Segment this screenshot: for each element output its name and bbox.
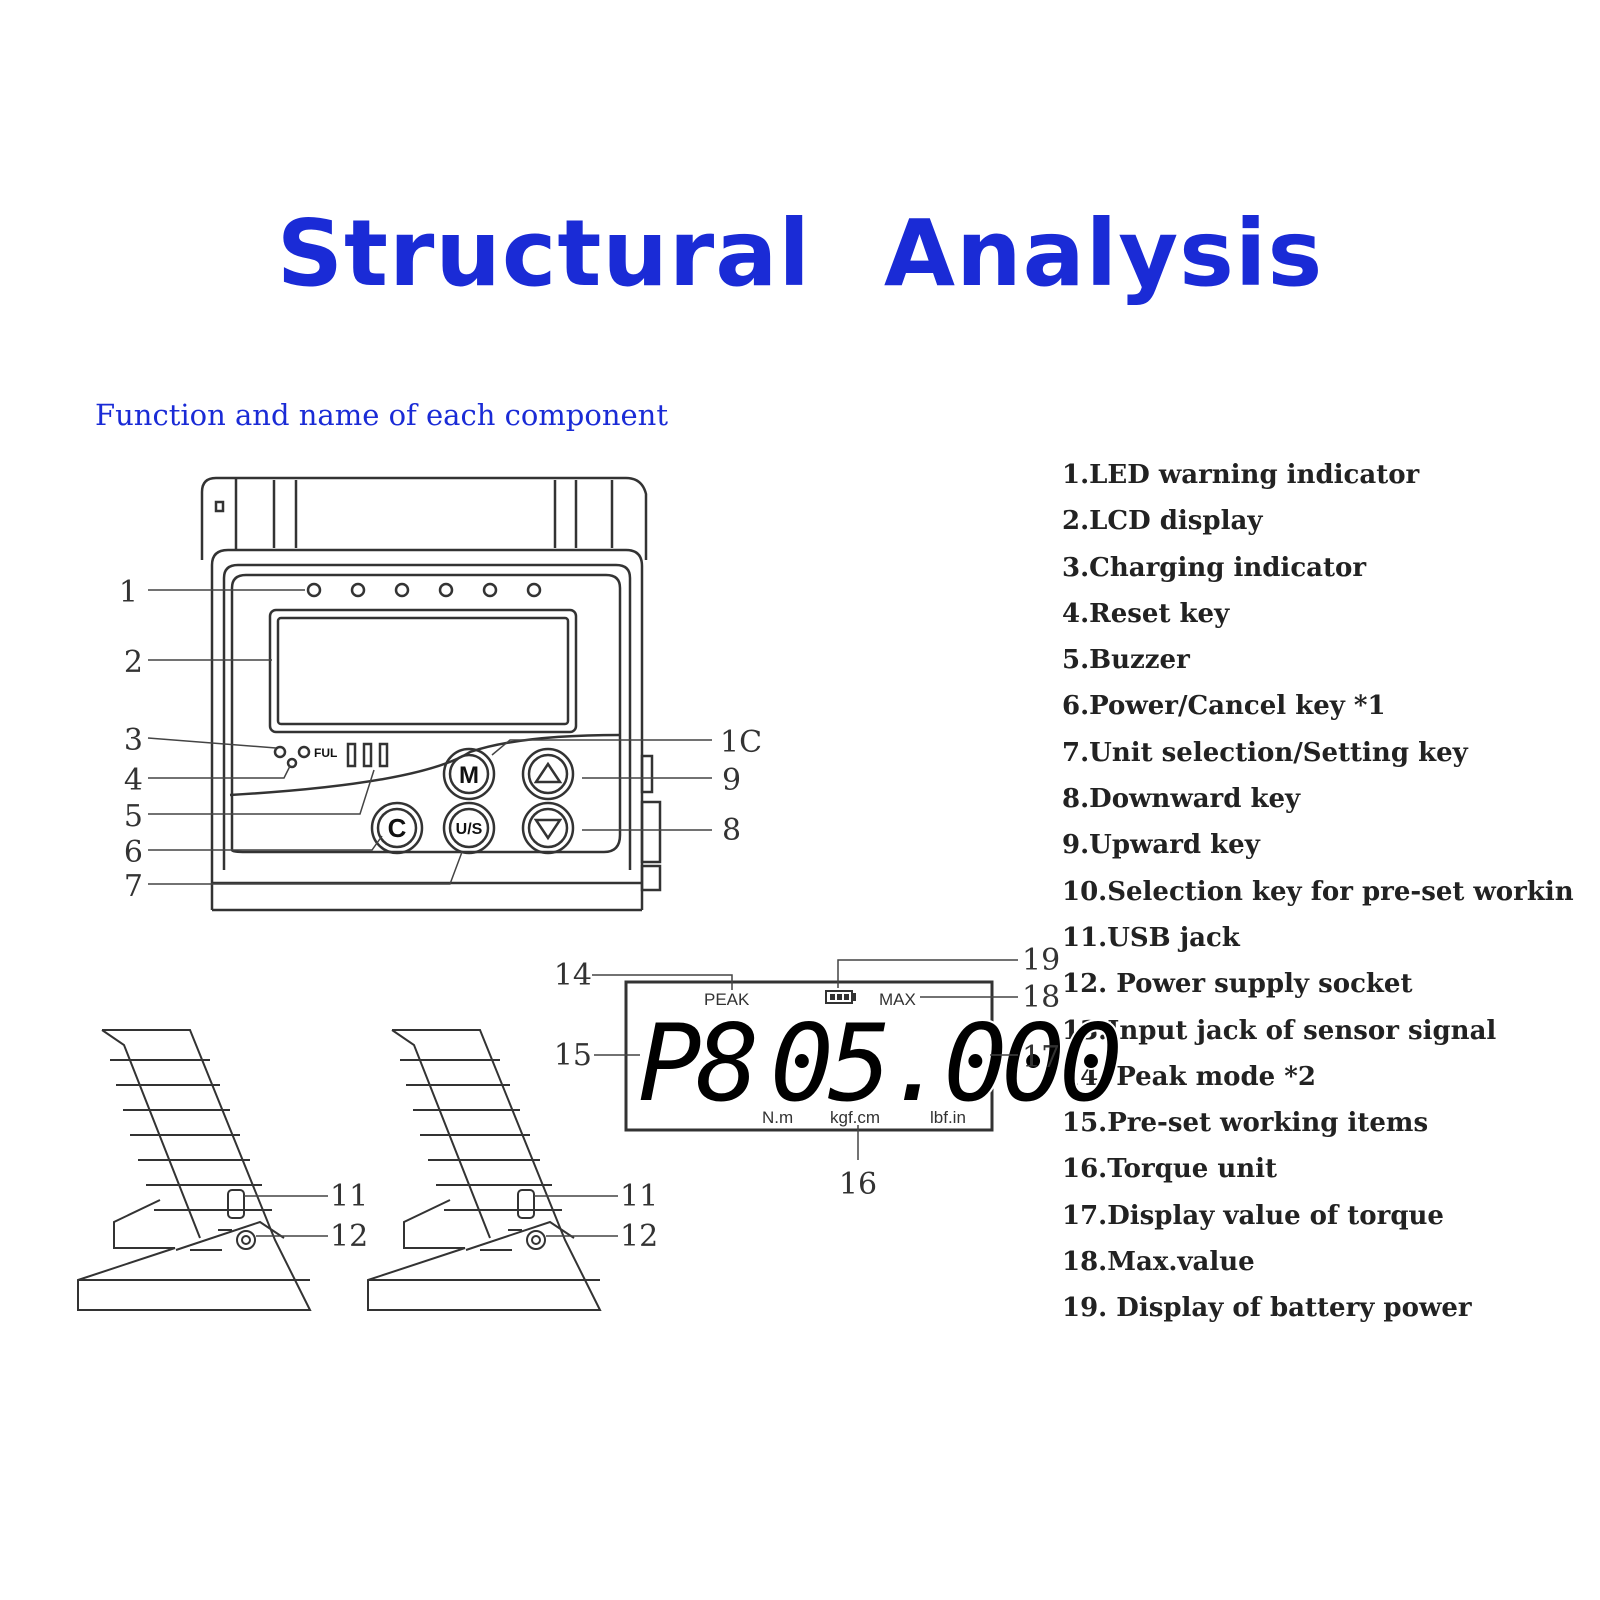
charging-indicator-icon [273, 745, 287, 759]
stand-hole [214, 500, 225, 513]
side-connector [640, 754, 654, 794]
callout-number: 11 [330, 1179, 368, 1214]
callout-number: 14 [554, 958, 592, 993]
lcd-max-label: MAX [879, 990, 916, 1009]
device-stand-outline [200, 476, 648, 560]
component-legend: 1.LED warning indicator 2.LCD display 3.… [1062, 452, 1592, 1332]
legend-item: 18.Max.value [1062, 1247, 1255, 1278]
callout-number: 18 [1022, 980, 1060, 1015]
side-connector [640, 864, 662, 892]
legend-item: 7.Unit selection/Setting key [1062, 737, 1468, 768]
up-arrow-icon [533, 761, 563, 784]
power-socket [236, 1230, 256, 1250]
legend-item: 5.Buzzer [1062, 645, 1190, 676]
buzzer-slot [346, 742, 357, 768]
side-view-left [77, 1029, 312, 1311]
legend-item: 9.Upward key [1062, 830, 1260, 861]
callout-number: 5 [124, 799, 143, 834]
led-indicator-icon [482, 582, 498, 598]
device-body-outline [210, 548, 644, 910]
callout-number: 7 [124, 869, 143, 904]
down-arrow-icon [533, 818, 563, 841]
legend-item: 19. Display of battery power [1062, 1293, 1472, 1324]
callout-number: 1C [720, 725, 762, 760]
device-bezel [222, 563, 632, 870]
c-key-label: C [388, 813, 407, 843]
m-key-label: M [459, 762, 479, 789]
legend-item: 16.Torque unit [1062, 1154, 1278, 1185]
legend-item: 12. Power supply socket [1062, 969, 1413, 1000]
callout-number: 19 [1022, 943, 1060, 978]
usb-jack [517, 1189, 535, 1219]
down-key[interactable] [521, 801, 575, 855]
side-leader-lines [244, 1195, 618, 1237]
us-key[interactable] [442, 801, 496, 855]
legend-item: 10.Selection key for pre-set workin [1062, 876, 1574, 907]
callout-number: 4 [124, 763, 143, 798]
legend-item: 13.Input jack of sensor signal [1062, 1015, 1497, 1046]
legend-item: 6.Power/Cancel key *1 [1062, 691, 1386, 722]
side-view-right [367, 1029, 602, 1311]
battery-icon [825, 990, 856, 1004]
charging-indicator-icon [297, 745, 311, 759]
lcd-torque-value: 05.000 [770, 1002, 1118, 1125]
lcd-window-inner [276, 616, 570, 726]
us-key-label: U/S [456, 821, 483, 838]
buzzer-slot [378, 742, 389, 768]
led-indicator-icon [306, 582, 322, 598]
legend-item: 4.Reset key [1062, 598, 1230, 629]
power-socket [526, 1230, 546, 1250]
side-connector [640, 800, 662, 864]
led-indicator-icon [350, 582, 366, 598]
legend-item: 2.LCD display [1062, 506, 1263, 537]
up-key[interactable] [521, 747, 575, 801]
callout-number: 12 [620, 1219, 658, 1254]
section-subtitle: Function and name of each component [95, 398, 668, 432]
lcd-frame [624, 980, 994, 1132]
front-panel [230, 573, 622, 854]
c-key[interactable] [370, 801, 424, 855]
legend-item: 8.Downward key [1062, 784, 1301, 815]
led-indicator-icon [526, 582, 542, 598]
callout-number: 16 [839, 1167, 877, 1202]
legend-item: 14. Peak mode *2 [1062, 1061, 1316, 1092]
legend-item: 17.Display value of torque [1062, 1200, 1444, 1231]
legend-item: 11.USB jack [1062, 922, 1240, 953]
callout-number: 6 [124, 835, 143, 870]
lcd-closeup [624, 980, 994, 1132]
legend-item: 15.Pre-set working items [1062, 1108, 1429, 1139]
callout-number: 2 [124, 645, 143, 680]
callout-number: 17 [1022, 1040, 1060, 1075]
callout-number: 12 [330, 1219, 368, 1254]
callout-number: 1 [119, 575, 138, 610]
legend-item: 3.Charging indicator [1062, 552, 1367, 583]
lcd-peak-label: PEAK [704, 990, 750, 1009]
legend-item: 1.LED warning indicator [1062, 460, 1420, 490]
callout-number: 3 [124, 723, 143, 758]
lcd-unit: N.m [762, 1108, 793, 1127]
led-indicator-icon [394, 582, 410, 598]
led-indicator-icon [438, 582, 454, 598]
lcd-window [268, 608, 578, 734]
lcd-unit: lbf.in [930, 1108, 966, 1127]
buzzer-slot [362, 742, 373, 768]
lcd-preset-item: P8 [638, 1002, 755, 1125]
device-leader-lines [147, 589, 712, 885]
callout-number: 11 [620, 1179, 658, 1214]
page-title: Structural Analysis [276, 200, 1324, 307]
callout-number: 15 [554, 1038, 592, 1073]
device-front-view [200, 476, 662, 912]
reset-key[interactable] [286, 757, 298, 769]
lcd-unit: kgf.cm [830, 1108, 880, 1127]
callout-number: 9 [722, 763, 741, 798]
usb-jack [227, 1189, 245, 1219]
callout-number: 8 [722, 813, 741, 848]
m-key[interactable] [442, 747, 496, 801]
lcd-leader-lines [592, 959, 1018, 1160]
ful-label: FUL [314, 746, 337, 760]
